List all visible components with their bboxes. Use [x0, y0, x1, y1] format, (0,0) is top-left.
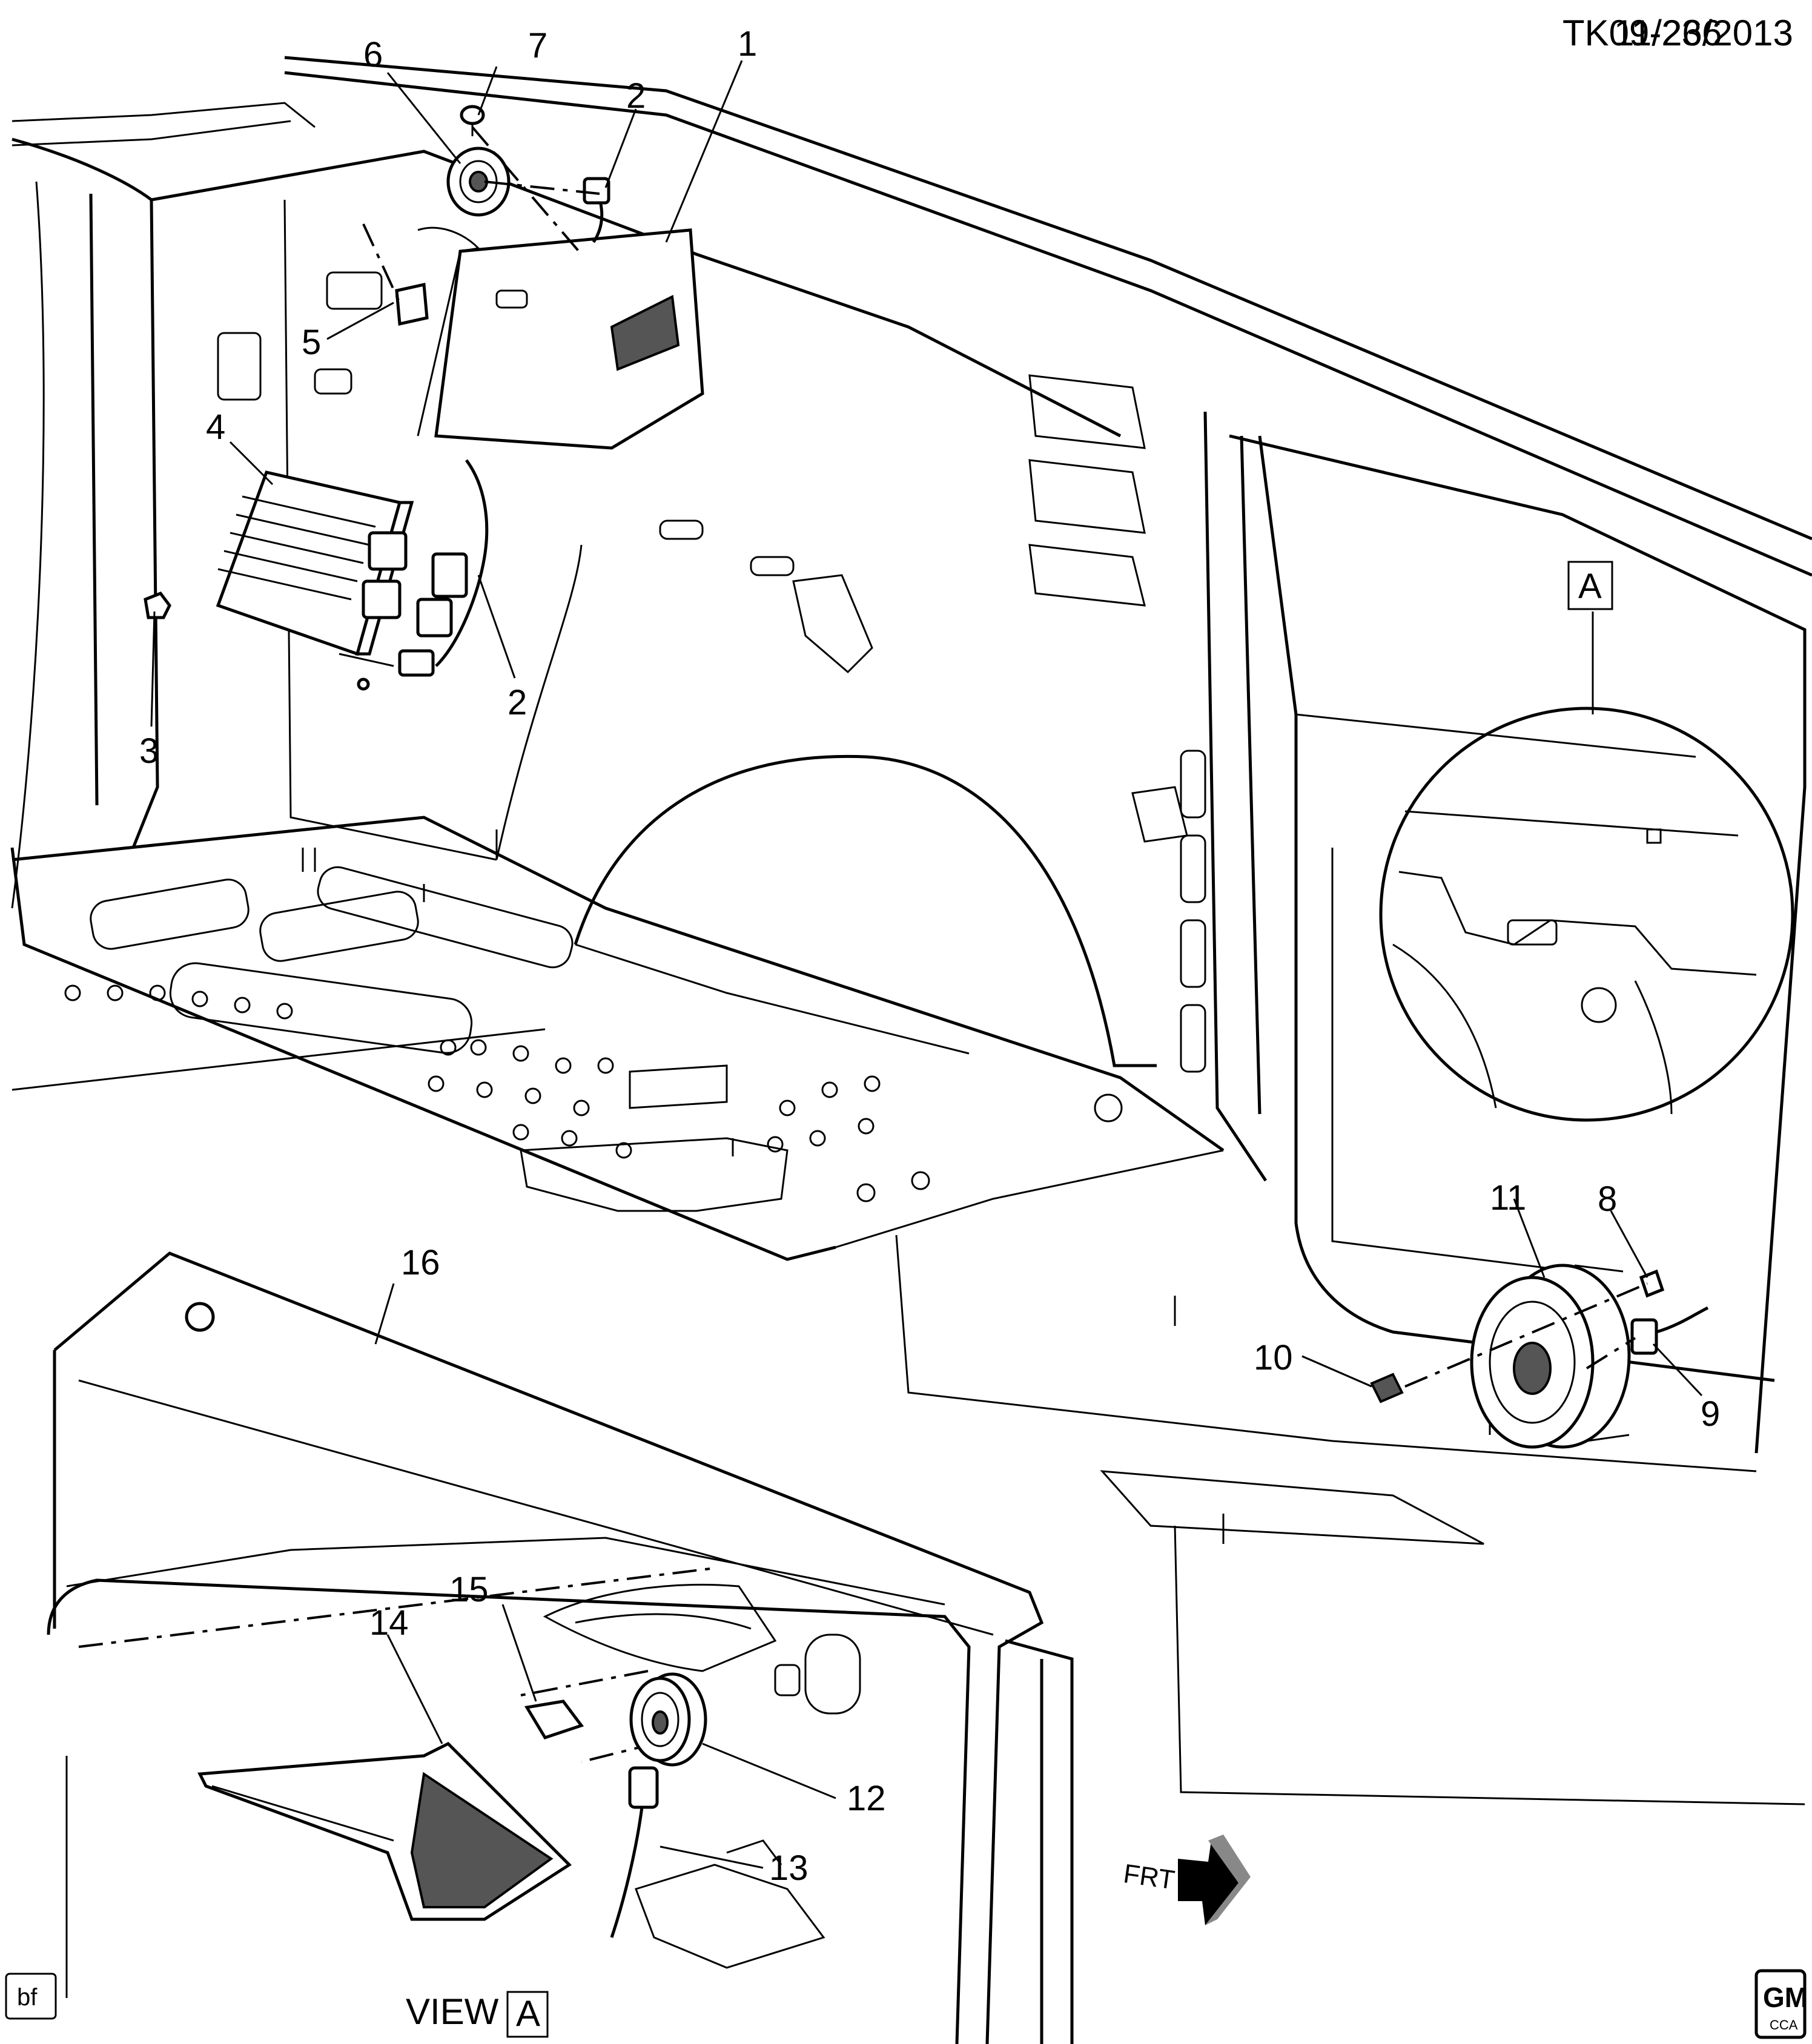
- callout-5: 5: [302, 323, 321, 362]
- front-label: FRT: [1122, 1859, 1177, 1895]
- logo-gm-text: GM: [1763, 1982, 1808, 2013]
- logo-cca-text: CCA: [1770, 2017, 1798, 2032]
- bolt-part-3: [144, 591, 171, 619]
- callout-9: 9: [1701, 1394, 1720, 1434]
- vehicle-interior-body: [10, 56, 1812, 1805]
- wiring-harness-upper-part-2: [583, 177, 610, 243]
- view-marker-letter: A: [1578, 567, 1602, 606]
- push-pin-fastener-part-7: [460, 105, 485, 136]
- callout-14: 14: [369, 1603, 409, 1643]
- wiring-connector-part-13: [610, 1766, 659, 1938]
- callout-7: 7: [528, 26, 547, 65]
- callout-16: 16: [401, 1243, 440, 1282]
- radio-amplifier-part-4: [216, 470, 414, 656]
- callout-2-lower: 2: [508, 683, 527, 722]
- callout-1: 1: [738, 24, 757, 64]
- gm-cca-logo: GM CCA: [1754, 1969, 1808, 2039]
- tweeter-speaker-part-6: [446, 147, 511, 217]
- view-marker-a: A: [1567, 561, 1613, 610]
- view-label-text: VIEW: [406, 1991, 499, 2032]
- wiring-harness-lower-part-2: [339, 459, 489, 691]
- speaker-screw-part-8: [1639, 1269, 1665, 1298]
- callout-12: 12: [847, 1779, 886, 1818]
- callout-13: 13: [769, 1848, 808, 1888]
- door-trim-panel-part-16: [47, 1251, 1074, 2044]
- callout-leaders: [150, 60, 1703, 1869]
- detail-circle-view-a: [1379, 707, 1794, 1122]
- door-tweeter-part-12: [629, 1672, 707, 1767]
- speaker-grille-bezel-part-14: [197, 1741, 572, 1921]
- corner-badge: bf: [5, 1973, 57, 2020]
- speaker-connector-part-9: [1630, 1306, 1709, 1355]
- callout-10: 10: [1254, 1338, 1293, 1377]
- callout-11: 11: [1490, 1178, 1526, 1218]
- view-a-label: VIEW A: [406, 1991, 549, 2038]
- callout-3: 3: [139, 731, 159, 771]
- corner-badge-text: bf: [17, 1984, 38, 2011]
- view-label-letter: A: [516, 1993, 540, 2034]
- explode-lines: [78, 126, 1648, 1763]
- retainer-clip-part-15: [524, 1699, 584, 1740]
- front-direction-arrow-icon: FRT: [1122, 1835, 1251, 1925]
- drawing-date: 11/26/2013: [1614, 13, 1793, 53]
- callout-6: 6: [363, 35, 383, 74]
- rear-trim-panel-part-1: [417, 226, 704, 450]
- callout-15: 15: [449, 1570, 489, 1609]
- callout-8: 8: [1598, 1179, 1617, 1219]
- callout-2-upper: 2: [626, 76, 646, 116]
- callout-4: 4: [206, 407, 225, 447]
- retainer-clip-part-5: [395, 282, 429, 326]
- drawing-code: TK09-236: [1562, 13, 1722, 53]
